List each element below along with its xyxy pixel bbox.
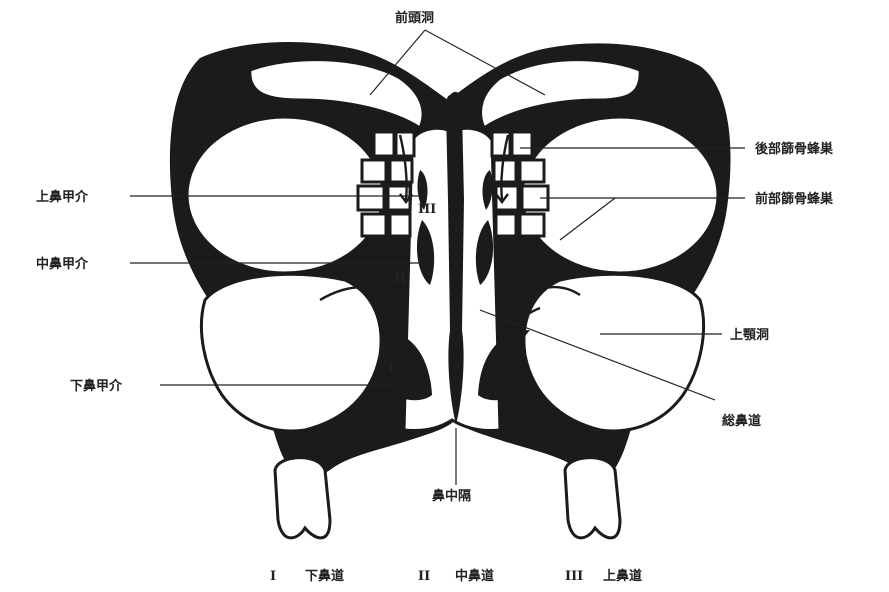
legend-label-2: 中鼻道 [455, 568, 494, 584]
orbit-left [187, 117, 383, 273]
label-maxillary-sinus: 上顎洞 [730, 328, 769, 343]
label-posterior-ethmoid: 後部篩骨蜂巣 [755, 141, 834, 157]
orbit-right [522, 117, 718, 273]
label-middle-turbinate: 中鼻甲介 [36, 256, 89, 272]
legend-label-1: 下鼻道 [305, 568, 344, 584]
legend-numeral-3: III [565, 569, 583, 584]
meatus-legend: I 下鼻道 II 中鼻道 III 上鼻道 [270, 568, 642, 584]
legend-label-3: 上鼻道 [603, 568, 642, 584]
legend-numeral-2: II [418, 569, 430, 584]
label-anterior-ethmoid: 前部篩骨蜂巣 [755, 191, 834, 207]
legend-numeral-1: I [270, 569, 276, 584]
numeral-iii: III [418, 202, 436, 217]
label-common-meatus: 総鼻道 [722, 413, 761, 429]
label-superior-turbinate: 上鼻甲介 [36, 189, 89, 205]
numeral-ii: II [394, 272, 406, 287]
tooth-left [275, 458, 330, 538]
label-frontal-sinus: 前頭洞 [395, 10, 434, 26]
label-inferior-turbinate: 下鼻甲介 [70, 378, 123, 394]
numeral-i: I [388, 361, 394, 376]
tooth-right [565, 458, 620, 538]
label-nasal-septum: 鼻中隔 [432, 488, 471, 504]
